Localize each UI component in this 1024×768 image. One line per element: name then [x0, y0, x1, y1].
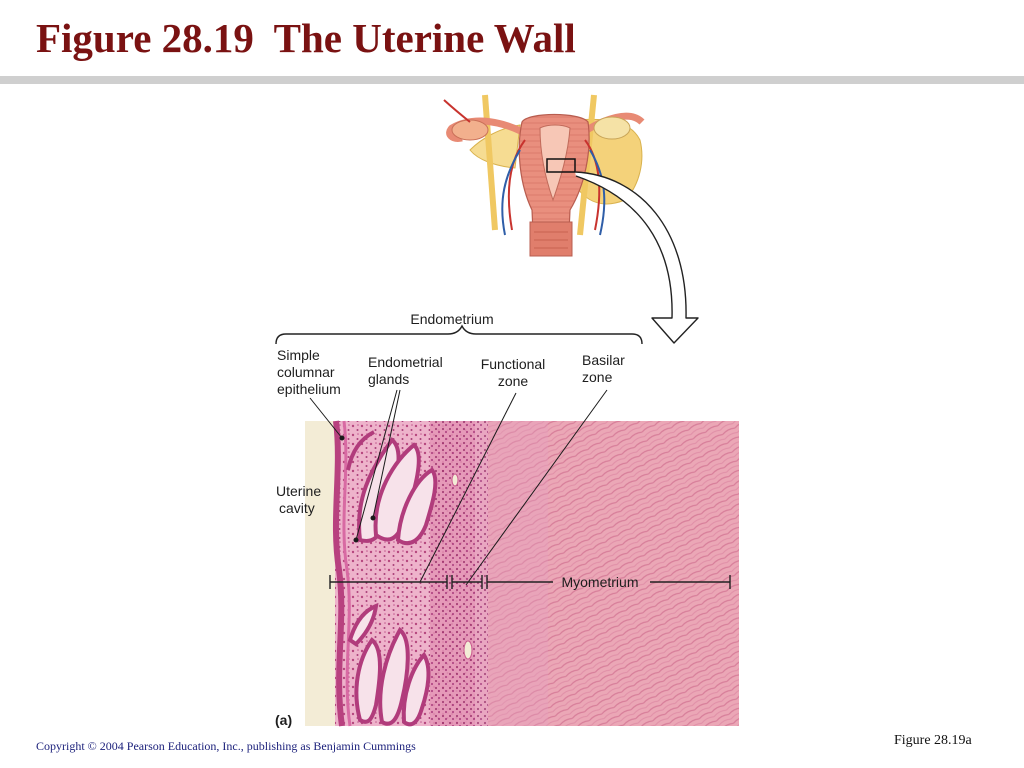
- label-basilar-zone: Basilar zone: [582, 352, 625, 385]
- ovary-right: [593, 116, 631, 140]
- slide-title: Figure 28.19 The Uterine Wall: [36, 15, 576, 61]
- label-endometrial-glands: Endometrial glands: [368, 354, 443, 387]
- round-ligament-left: [482, 94, 498, 231]
- leader-functional-zone: [419, 392, 517, 583]
- svg-text:glands: glands: [368, 371, 409, 387]
- svg-text:Endometrial: Endometrial: [368, 354, 443, 370]
- uterine-vein-left: [501, 149, 521, 236]
- figure-reference: Figure 28.19a: [894, 733, 972, 748]
- copyright-notice: Copyright © 2004 Pearson Education, Inc.…: [36, 739, 416, 753]
- uterus-illustration: [443, 94, 645, 257]
- label-uterine-cavity: Uterine cavity: [276, 483, 321, 516]
- label-myometrium: Myometrium: [561, 574, 638, 590]
- title-divider: [0, 76, 1024, 84]
- leader-basilar-zone: [465, 389, 608, 586]
- svg-text:Basilar: Basilar: [582, 352, 625, 368]
- functional-zone-tissue: [430, 421, 490, 726]
- ovary-left: [451, 119, 489, 141]
- leader-lines: [309, 389, 608, 586]
- broad-ligament-left: [469, 124, 521, 169]
- uterine-artery-left: [507, 139, 526, 231]
- svg-text:columnar: columnar: [277, 364, 335, 380]
- svg-text:Simple: Simple: [277, 347, 320, 363]
- label-simple-columnar-epithelium: Simple columnar epithelium: [277, 347, 341, 397]
- leader-gland-2: [372, 389, 401, 519]
- ovarian-vessel: [443, 99, 471, 123]
- leader-gland-1: [355, 389, 398, 541]
- panel-label: (a): [275, 712, 292, 728]
- label-functional-zone: Functional zone: [481, 356, 546, 389]
- micrograph: [305, 420, 739, 727]
- uterine-cavity-opened: [539, 124, 571, 202]
- svg-text:zone: zone: [582, 369, 613, 385]
- epithelium-edge: [332, 420, 345, 727]
- selection-box: [546, 158, 576, 173]
- zone-measurement-bar: [329, 575, 731, 589]
- svg-text:Functional: Functional: [481, 356, 546, 372]
- endometrial-glands-lower: [347, 602, 431, 727]
- svg-text:cavity: cavity: [279, 500, 315, 516]
- vagina: [529, 221, 573, 257]
- svg-text:zone: zone: [498, 373, 529, 389]
- myometrium-tissue: [488, 421, 739, 726]
- svg-text:Uterine: Uterine: [276, 483, 321, 499]
- vaginal-rugae: [534, 231, 568, 249]
- svg-text:epithelium: epithelium: [277, 381, 341, 397]
- label-endometrium: Endometrium: [410, 311, 493, 327]
- zoom-arrow: [574, 171, 699, 344]
- leader-epithelium: [309, 397, 343, 439]
- endometrium-bracket: [275, 324, 643, 345]
